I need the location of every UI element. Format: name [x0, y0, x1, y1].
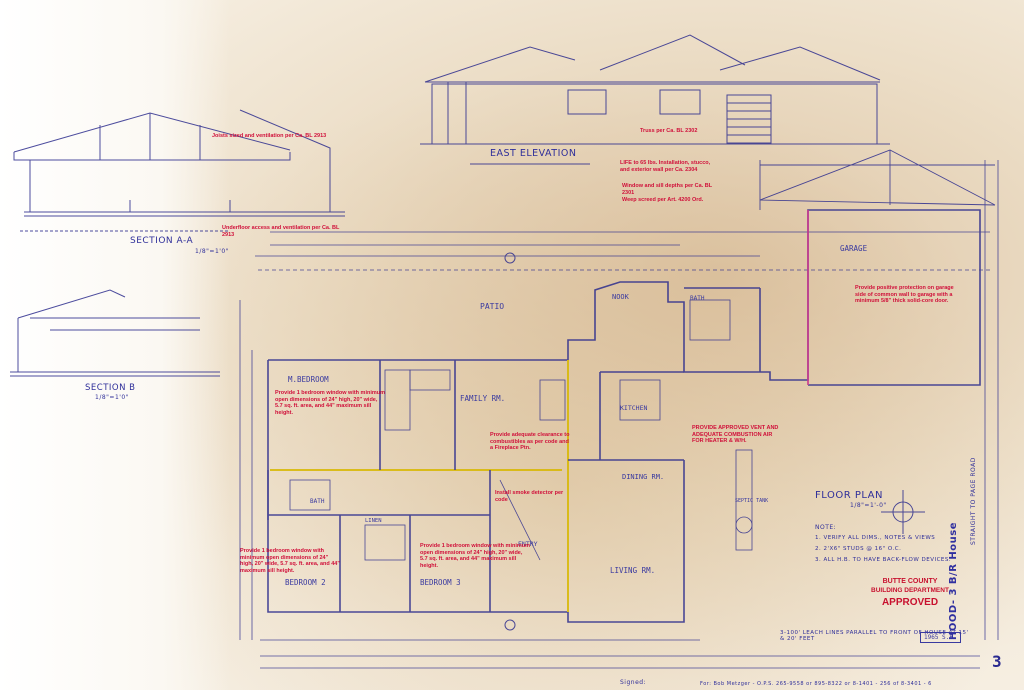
- garage-roof-plan: [759, 149, 996, 210]
- note-3: 3. ALL H.B. TO HAVE BACK-FLOW DEVICES.: [815, 557, 952, 563]
- approval-stamp: BUTTE COUNTY BUILDING DEPARTMENT APPROVE…: [855, 578, 965, 608]
- dimension-lines: [239, 160, 999, 669]
- notes-heading: NOTE:: [815, 524, 837, 531]
- room-dining-rm: DINING RM.: [622, 473, 665, 481]
- section-aa-drawing: [13, 109, 345, 232]
- section-b-drawing: [10, 289, 220, 377]
- red-note-elevation-2: LIFE to 65 lbs. Installation, stucco, an…: [620, 160, 711, 173]
- red-note-bed3-egress: Provide 1 bedroom window with minimum op…: [420, 543, 531, 569]
- red-note-mbed-egress: Provide 1 bedroom window with minimum op…: [275, 390, 386, 416]
- section-b-title: SECTION B: [85, 383, 136, 393]
- room-m-bedroom: M.BEDROOM: [288, 375, 329, 384]
- red-note-elevation-4: Weep screed per Art. 4200 Ord.: [622, 197, 704, 203]
- fixtures: [289, 299, 753, 561]
- section-aa-title: SECTION A-A: [130, 236, 194, 246]
- red-note-garage-fire: Provide positive protection on garage si…: [855, 285, 954, 304]
- stamp-line-3: APPROVED: [881, 597, 939, 608]
- sheet-number: 3: [992, 652, 1002, 671]
- room-bath: BATH: [690, 295, 705, 302]
- floor-plan-title: FLOOR PLAN: [815, 490, 883, 501]
- section-aa-scale: 1/8"=1'0": [195, 248, 229, 255]
- room-nook: NOOK: [612, 293, 629, 301]
- room-bedroom-3: BEDROOM 3: [420, 578, 461, 587]
- paper-margin: [0, 0, 230, 690]
- floor-plan-walls: [267, 209, 981, 623]
- red-note-vent: PROVIDE APPROVED VENT AND ADEQUATE COMBU…: [692, 425, 779, 444]
- floor-plan-scale: 1/8"=1'-0": [850, 502, 887, 509]
- room-entry: ENTRY: [518, 540, 538, 548]
- room-bath-2: BATH: [310, 498, 325, 505]
- red-note-smoke: Install smoke detector per code: [495, 490, 564, 503]
- note-2: 2. 2'X6" STUDS @ 16" O.C.: [815, 546, 902, 552]
- north-arrow: [881, 490, 925, 534]
- drawn-by-line: For: Bob Metzger - O.P.S. 265-9558 or 89…: [700, 681, 932, 687]
- room-living-rm: LIVING RM.: [610, 566, 656, 575]
- red-note-elevation-1: Truss per Ca. BL 2302: [640, 128, 698, 134]
- room-linen: LINEN: [365, 518, 382, 524]
- red-note-elevation-3: Window and sill depths per Ca. BL 2301: [622, 183, 712, 196]
- room-kitchen: KITCHEN: [620, 404, 648, 412]
- red-note-section: Joists sized and ventilation per Ca. BL …: [212, 133, 327, 139]
- signed-label: Signed:: [620, 679, 647, 686]
- east-elevation-drawing: [420, 34, 890, 165]
- stamp-line-1: BUTTE COUNTY: [882, 578, 938, 585]
- room-garage: GARAGE: [840, 244, 868, 253]
- septic-tank-label: SEPTIC TANK: [735, 498, 769, 504]
- section-marker-a: [504, 252, 516, 631]
- red-note-section-2: Underfloor access and ventilation per Ca…: [222, 225, 340, 238]
- east-elevation-title: EAST ELEVATION: [490, 148, 577, 159]
- room-bedroom-2: BEDROOM 2: [285, 578, 326, 587]
- leach-lines-note: 3-100' LEACH LINES PARALLEL TO FRONT OF …: [780, 630, 969, 642]
- red-note-bed2-egress: Provide 1 bedroom window with minimum op…: [240, 548, 340, 574]
- note-1: 1. VERIFY ALL DIMS., NOTES & VIEWS: [815, 535, 936, 541]
- section-b-scale: 1/8"=1'0": [95, 394, 129, 401]
- room-family-rm: FAMILY RM.: [460, 394, 506, 403]
- street-note: STRAIGHT TO PAGE ROAD: [970, 457, 977, 545]
- area-label: 1965 S.F.: [920, 632, 961, 643]
- red-note-fireplace: Provide adequate clearance to combustibl…: [490, 432, 570, 451]
- stamp-line-2: BUILDING DEPARTMENT: [871, 587, 949, 594]
- room-patio: PATIO: [480, 302, 505, 311]
